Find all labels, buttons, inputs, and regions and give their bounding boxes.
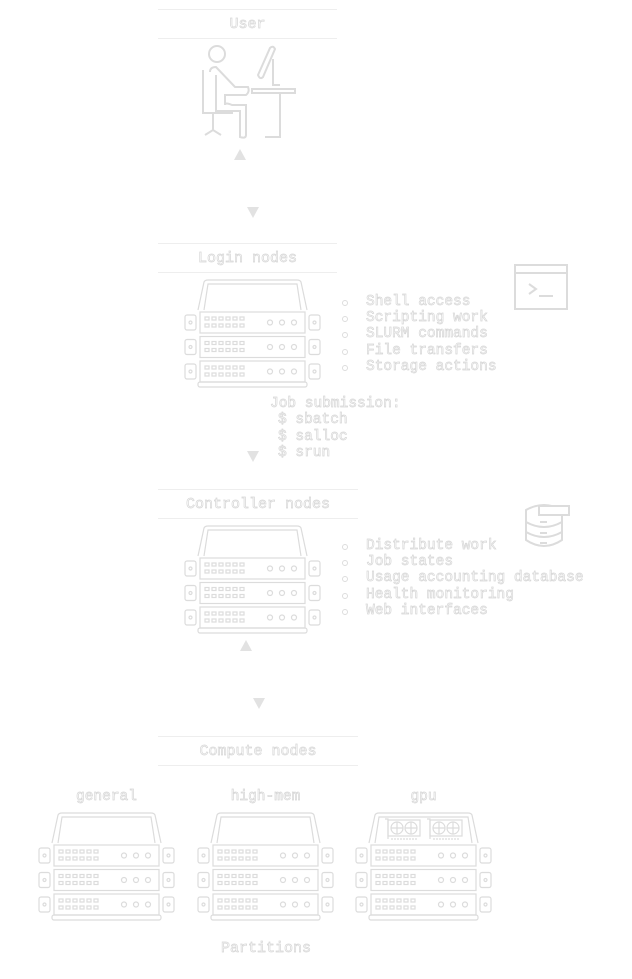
login-title: Login nodes	[197, 250, 298, 268]
list-item: Health monitoring	[342, 586, 584, 603]
login-header: Login nodes	[158, 243, 337, 273]
list-item: Usage accounting database	[342, 570, 584, 587]
controller-title: Controller nodes	[185, 496, 331, 514]
list-item: Scripting work	[342, 310, 497, 327]
login-features-list: Shell access Scripting work SLURM comman…	[342, 294, 497, 375]
controller-header: Controller nodes	[158, 489, 358, 519]
user-at-desk-icon	[202, 45, 296, 139]
controller-server-icon	[184, 525, 321, 634]
database-icon	[525, 504, 570, 547]
login-server-icon	[184, 279, 321, 388]
general-server-icon	[38, 812, 175, 921]
command-salloc: $ salloc	[278, 429, 348, 446]
partition-label-gpu: gpu	[410, 789, 437, 806]
list-item: Shell access	[342, 294, 497, 310]
controller-features-list: Distribute work Job states Usage account…	[342, 538, 584, 619]
user-header: User	[158, 9, 337, 39]
user-title: User	[229, 16, 266, 34]
list-item: Storage actions	[342, 358, 497, 375]
compute-header: Compute nodes	[158, 736, 358, 766]
job-submission-label: Job submission:	[270, 396, 401, 413]
list-item: Distribute work	[342, 538, 584, 554]
compute-title: Compute nodes	[199, 743, 317, 761]
list-item: Job states	[342, 554, 584, 571]
gpu-server-icon	[355, 812, 492, 921]
partition-label-high-mem: high-mem	[230, 789, 301, 806]
list-item: SLURM commands	[342, 326, 497, 343]
arrow-down-to-login	[247, 207, 259, 218]
terminal-icon	[514, 264, 568, 310]
list-item: Web interfaces	[342, 602, 584, 619]
high-mem-server-icon	[197, 812, 334, 921]
arrow-down-to-compute	[253, 698, 265, 709]
list-item: File transfers	[342, 342, 497, 359]
arrow-down-to-controller	[247, 451, 259, 462]
command-sbatch: $ sbatch	[278, 412, 348, 429]
command-srun: $ srun	[278, 445, 331, 462]
arrow-up-to-user	[234, 149, 246, 160]
arrow-up-to-controller	[240, 640, 252, 651]
partition-label-general: general	[76, 789, 138, 806]
partitions-label: Partitions	[220, 940, 312, 957]
